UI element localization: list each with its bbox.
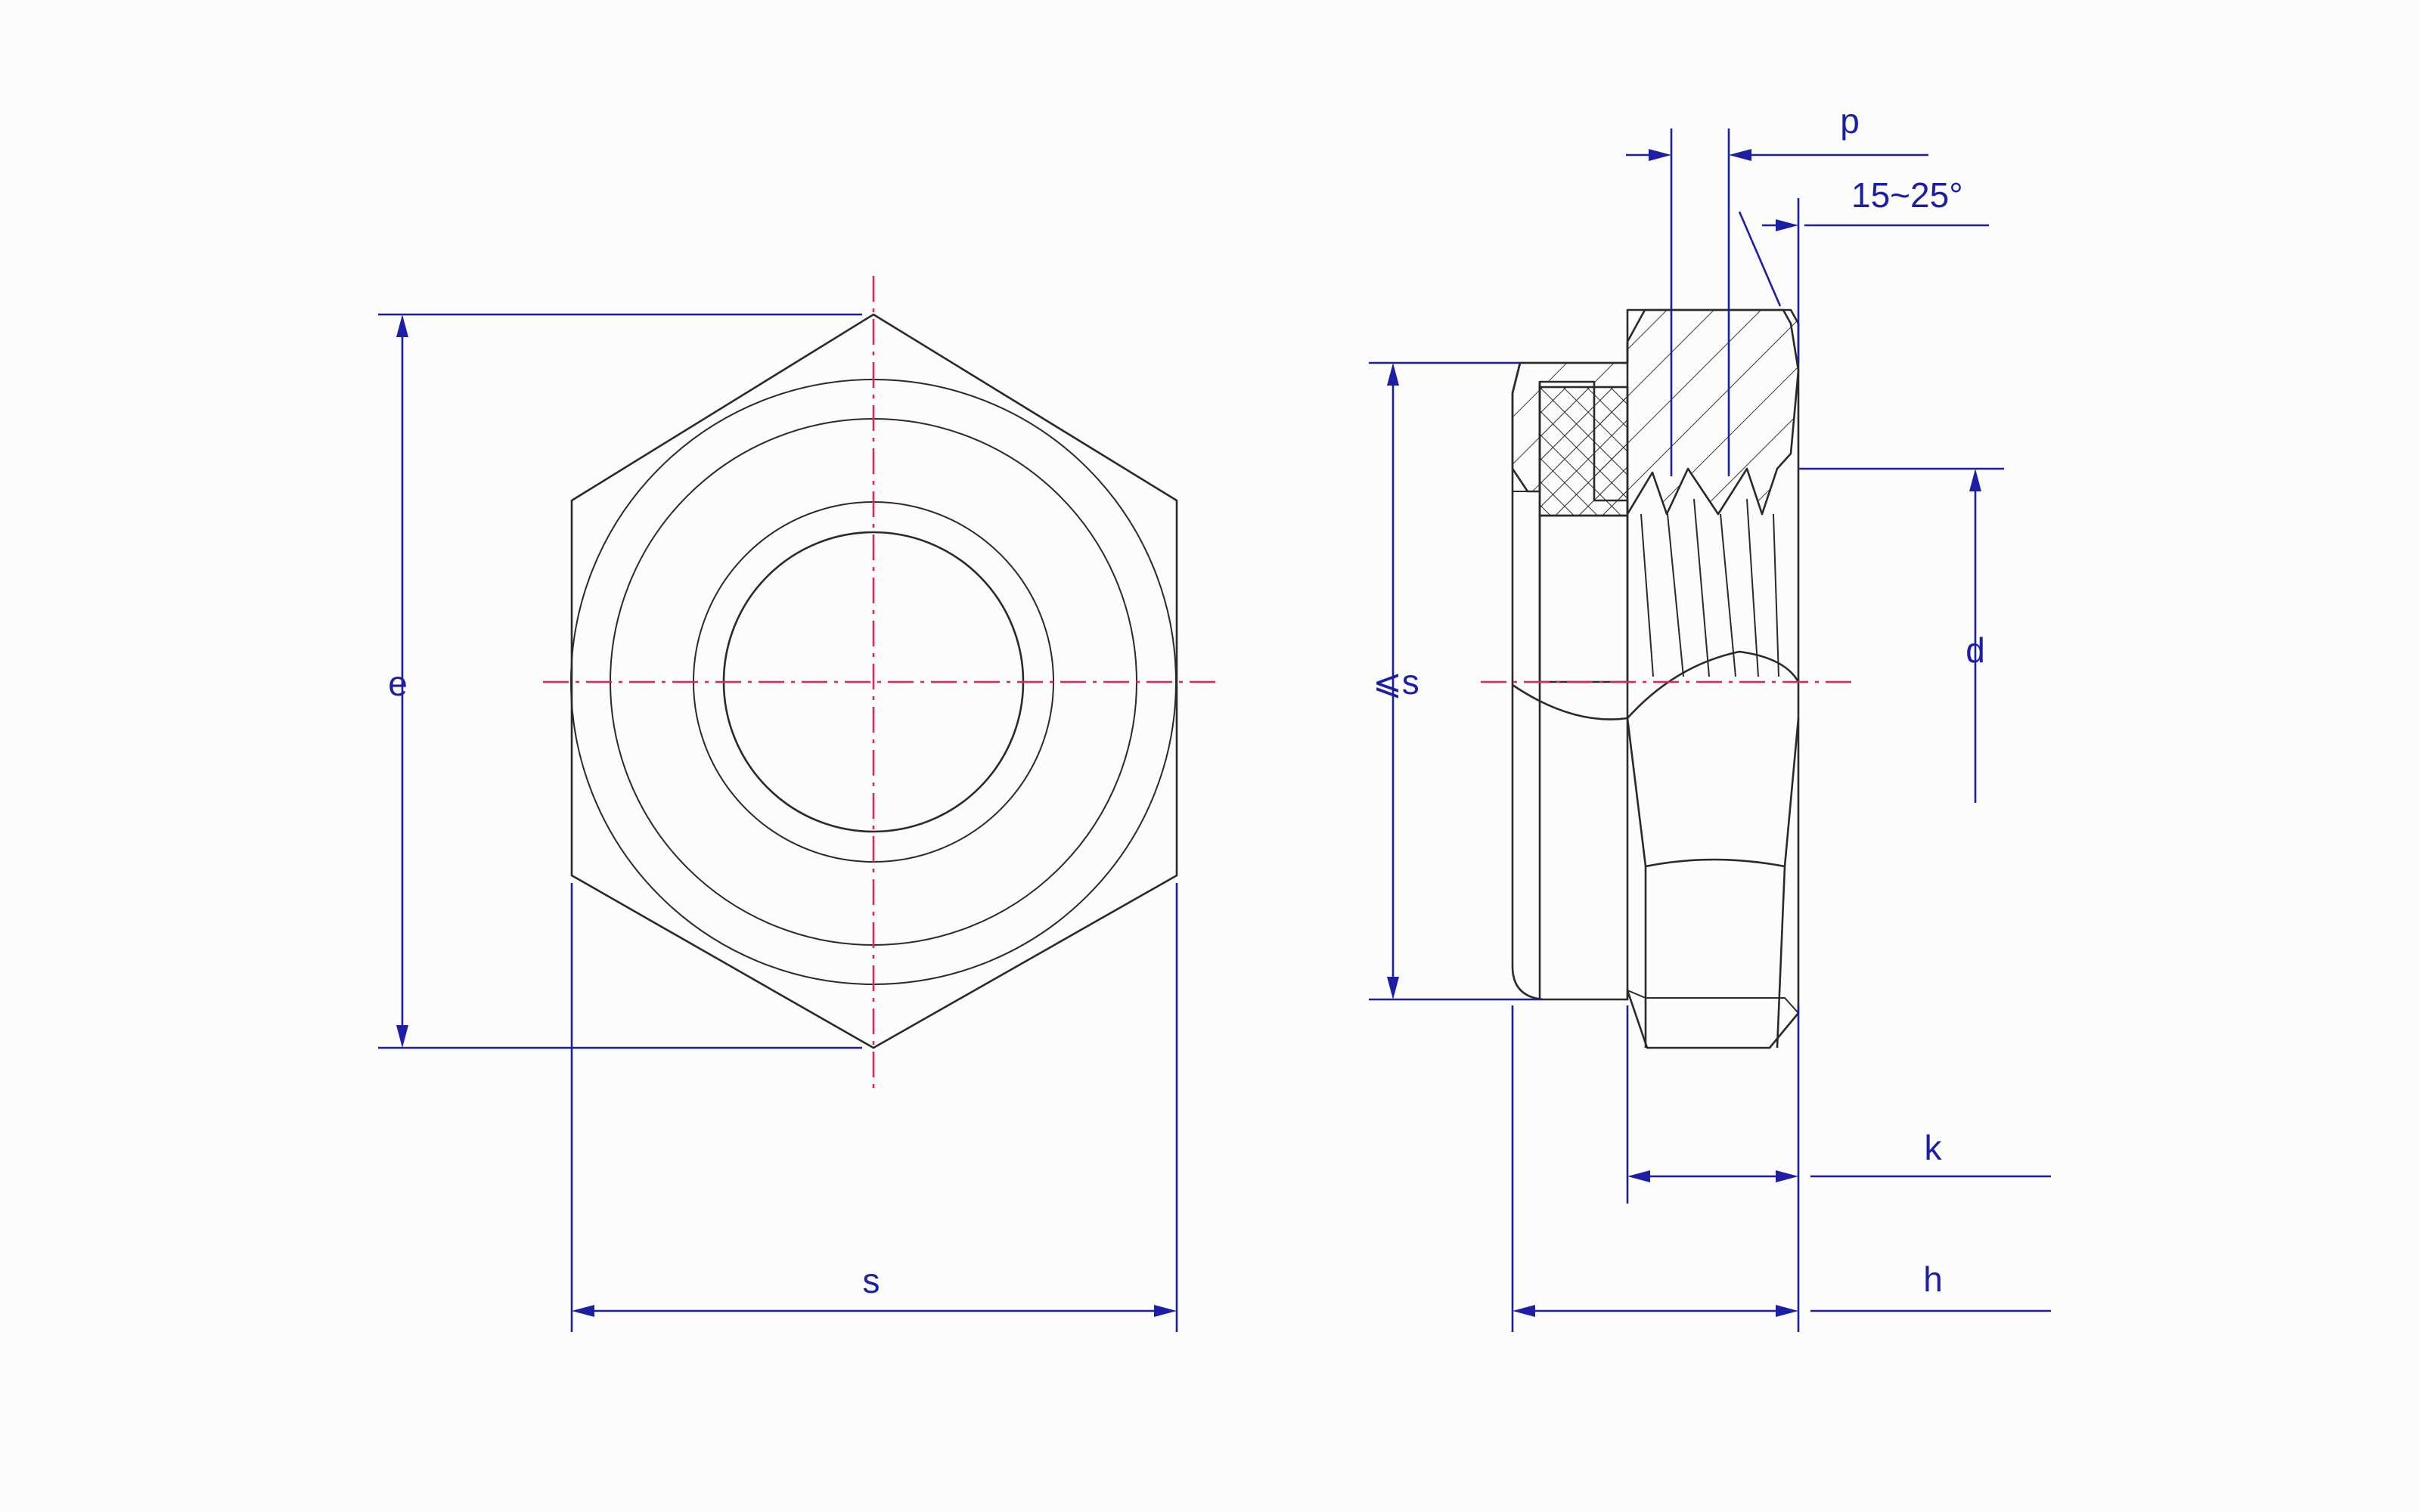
label-k: k <box>1925 1128 1943 1167</box>
dimension-e: e <box>378 313 862 1049</box>
nylon-insert-lower <box>1538 514 1629 683</box>
hex-bottom-chamfer <box>1627 990 1799 1014</box>
thread-profile <box>1640 498 1779 677</box>
label-d: d <box>1965 631 1985 670</box>
front-view <box>543 276 1218 1092</box>
break-curve <box>1512 650 1800 720</box>
label-p: p <box>1840 101 1860 141</box>
dimension-s-front: s <box>570 883 1178 1332</box>
label-s-front: s <box>863 1261 880 1300</box>
hex-outline <box>570 313 1178 1049</box>
hex-flat-lower <box>1644 866 1786 1049</box>
label-h: h <box>1923 1259 1943 1299</box>
dimension-s-side: ⩽s <box>1369 361 1543 1001</box>
dimension-d: d <box>1798 467 2004 803</box>
side-view <box>1481 308 1851 1049</box>
label-s-side: ⩽s <box>1373 662 1419 702</box>
label-angle: 15~25° <box>1851 175 1963 215</box>
dimension-p: p <box>1626 101 1928 476</box>
dimension-angle: 15~25° <box>1738 175 1989 363</box>
nylon-insert <box>1538 386 1629 517</box>
dimension-h: h <box>1511 1005 2051 1332</box>
label-e: e <box>388 664 408 703</box>
dimension-k: k <box>1626 1005 2051 1332</box>
hex-flat-upper <box>1626 717 1800 868</box>
